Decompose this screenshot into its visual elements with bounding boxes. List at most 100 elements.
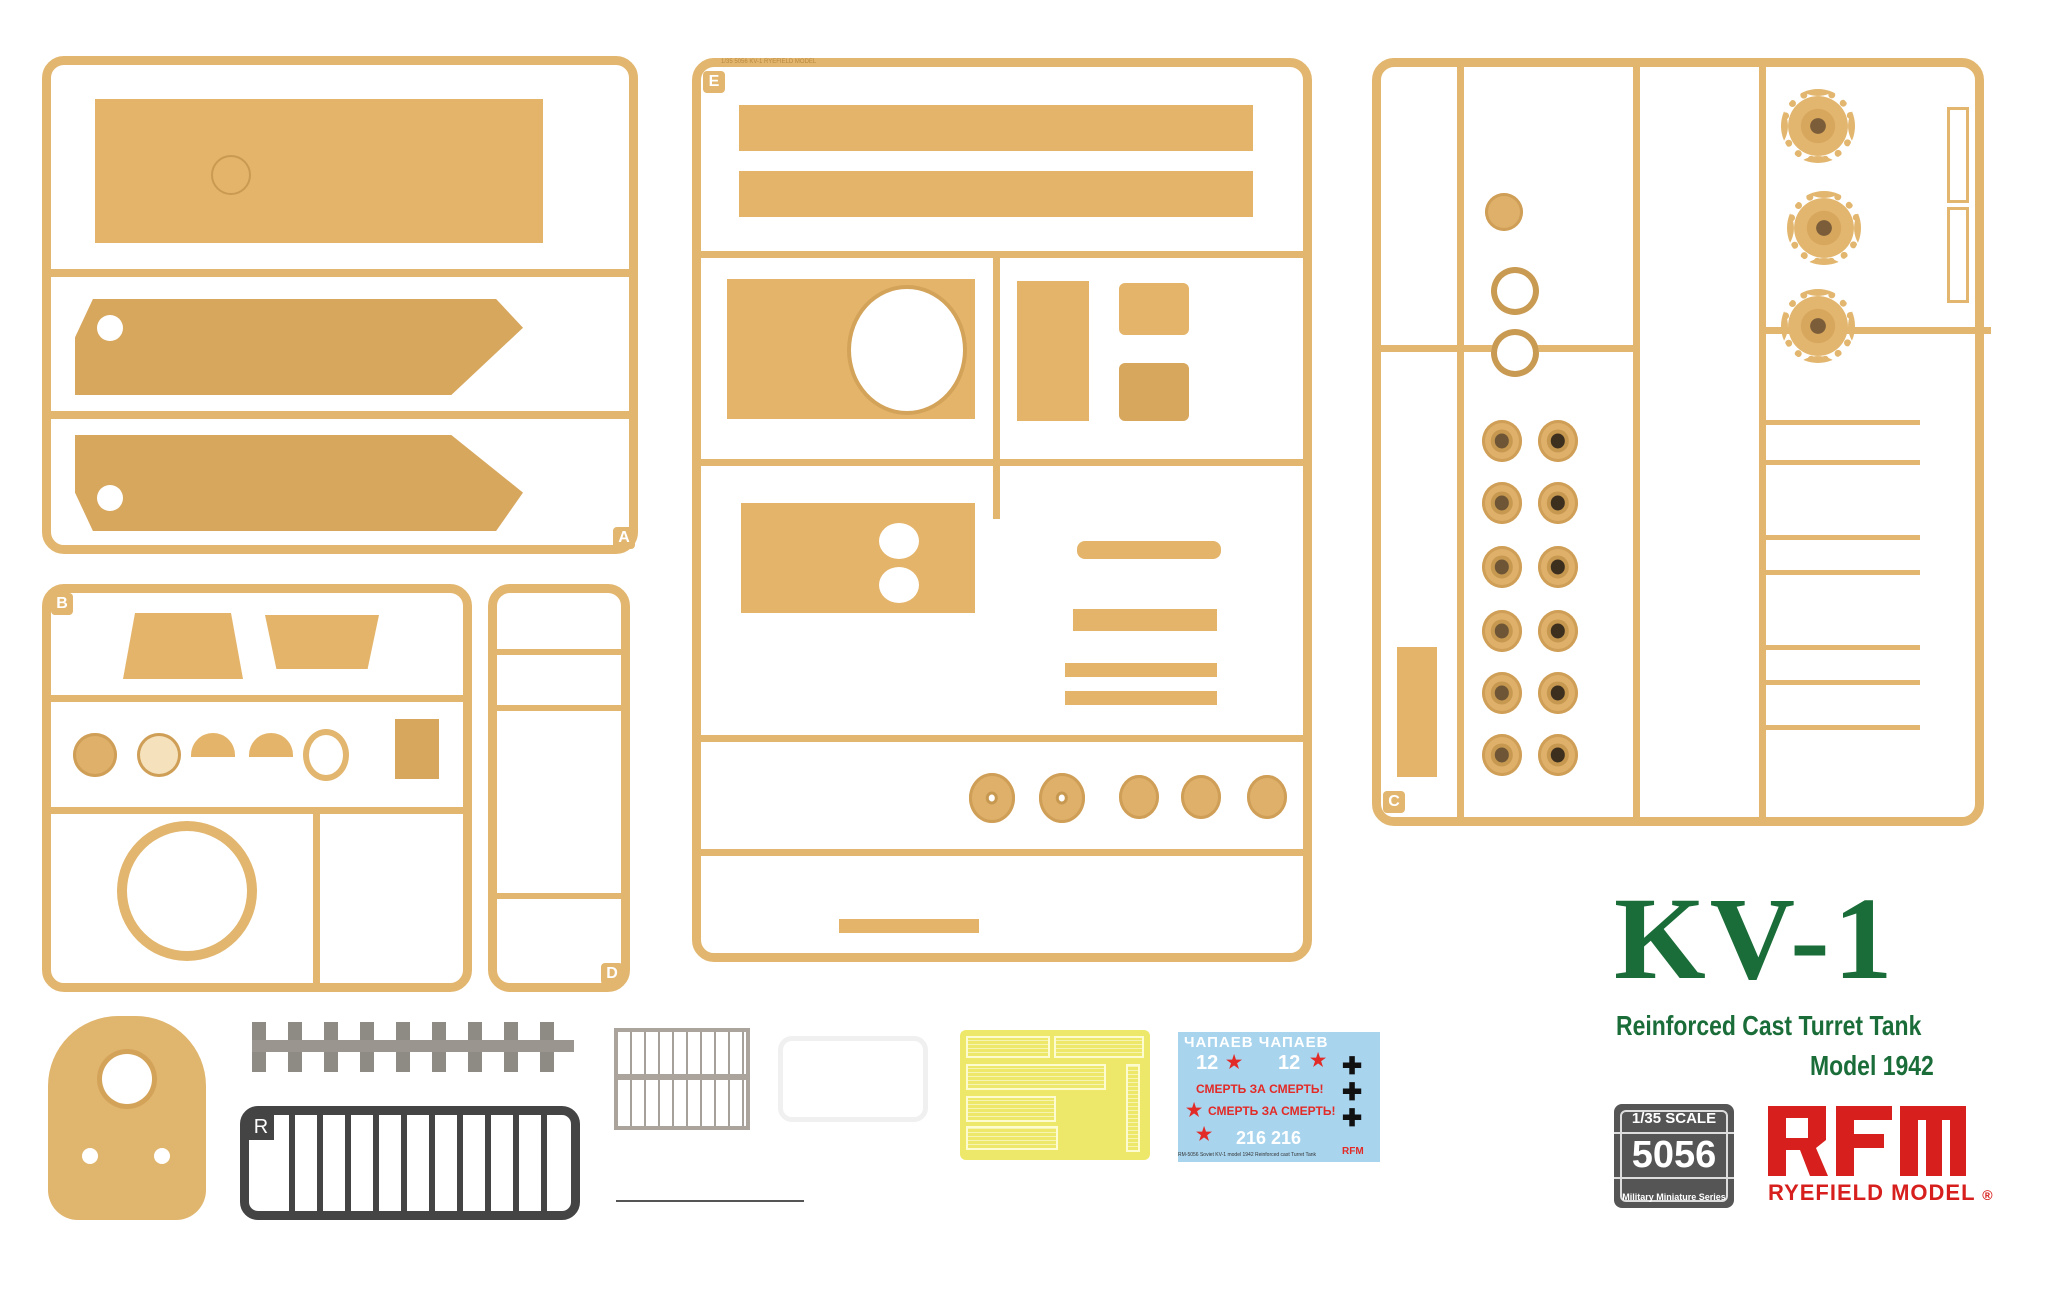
torsion-bar-part [1760, 680, 1920, 685]
decal-slogan-2: СМЕРТЬ ЗА СМЕРТЬ! [1208, 1104, 1336, 1118]
series-label: Military Miniature Series [1622, 1192, 1726, 1202]
scale-badge: 1/35 SCALE 5056 Military Miniature Serie… [1614, 1104, 1734, 1208]
decal-chapaev: ЧАПАЕВ ЧАПАЕВ [1184, 1034, 1329, 1051]
road-wheel-part [1482, 482, 1522, 524]
sprue-e-runner [701, 735, 1303, 742]
mg-ball-mount-part [395, 719, 439, 779]
torsion-bar-part [1760, 645, 1920, 650]
scale-badge-frame [1620, 1110, 1728, 1202]
decal-slogan-1: СМЕРТЬ ЗА СМЕРТЬ! [1196, 1082, 1324, 1096]
plate-part [1017, 281, 1089, 421]
sprue-b: B [42, 584, 472, 992]
sprue-e-header: 1/35 5056 KV-1 RYEFIELD MODEL [721, 59, 817, 65]
sprue-d: D [488, 584, 630, 992]
wheel-disc-part [1119, 775, 1159, 819]
sprue-b-runner [313, 807, 320, 987]
pe-grille [966, 1126, 1058, 1150]
cast-turret-part [48, 1016, 206, 1220]
turret-hatch-opening [102, 1054, 152, 1104]
spoked-wheel-part [1491, 267, 1539, 315]
lift-frame-part [1947, 207, 1969, 303]
antenna-wire [616, 1200, 804, 1202]
rear-plate-hole [879, 523, 919, 559]
pe-grille [1054, 1036, 1144, 1058]
sprue-r-links [289, 1115, 569, 1211]
brand-name: RYEFIELD MODEL ® [1768, 1180, 1994, 1206]
floor-hatch-outline [211, 155, 251, 195]
road-wheel-part [1482, 610, 1522, 652]
sprue-d-runner [497, 705, 621, 711]
fender-part [739, 105, 1253, 151]
rear-plate-hole [879, 567, 919, 603]
torsion-bar-part [1760, 725, 1920, 730]
road-wheel-part [1482, 734, 1522, 776]
sprue-e-runner [993, 251, 1000, 519]
grey-sprue-divider [614, 1074, 750, 1080]
turret-port [154, 1148, 170, 1164]
bracket-part [1073, 609, 1217, 631]
decal-sheet: ЧАПАЕВ ЧАПАЕВ 12 ★ 12 ★ СМЕРТЬ ЗА СМЕРТЬ… [1178, 1032, 1380, 1162]
sprue-c-runner [1633, 67, 1640, 817]
torsion-bar-part [1760, 460, 1920, 465]
turret-port [82, 1148, 98, 1164]
road-wheel-part [1482, 546, 1522, 588]
sprue-label-r: R [248, 1114, 274, 1140]
hatch-ring-part [137, 733, 181, 777]
hatch-part [73, 733, 117, 777]
hull-side-left-part [75, 299, 523, 395]
product-subtitle-1: Reinforced Cast Turret Tank [1616, 1010, 1922, 1041]
sprue-label-e: E [703, 71, 725, 93]
sprue-a: A [42, 56, 638, 554]
pe-grille [966, 1064, 1106, 1090]
sprue-a-runner [51, 269, 629, 277]
drive-sprocket-part [1781, 89, 1855, 163]
sprue-label-c: C [1383, 791, 1405, 813]
sprue-a-runner [51, 411, 629, 419]
kit-number: 5056 [1614, 1132, 1734, 1179]
decal-red-star: ★ [1310, 1050, 1327, 1070]
photo-etch-sheet [960, 1030, 1150, 1160]
road-wheel-part [1538, 482, 1578, 524]
mantlet-plate-part [265, 615, 379, 669]
turret-ring-part [117, 821, 257, 961]
sprue-label-b: B [51, 593, 73, 615]
hatch-part [1485, 193, 1523, 231]
turret-roof-plate-part [123, 613, 243, 679]
sprue-c-runner [1759, 327, 1991, 334]
pe-grille [966, 1036, 1050, 1058]
decal-german-cross: ✚✚✚ [1342, 1053, 1363, 1132]
hull-side-right-part [75, 435, 523, 531]
decal-footer: RM-5056 Soviet KV-1 model 1942 Reinforce… [1178, 1152, 1317, 1158]
ring-part [303, 729, 349, 781]
spoked-wheel-part [1491, 329, 1539, 377]
bar-part [1065, 691, 1217, 705]
decal-number-12: 12 [1278, 1052, 1301, 1074]
idler-wheel-part [1039, 773, 1085, 823]
sprue-e-runner [701, 849, 1303, 856]
sprue-c: C [1372, 58, 1991, 826]
road-wheel-part [1538, 734, 1578, 776]
drive-sprocket-part [1781, 289, 1855, 363]
brand-name-text: RYEFIELD MODEL [1768, 1180, 1976, 1205]
sprue-d-runner [497, 649, 621, 655]
road-wheel-part [1538, 672, 1578, 714]
sprue-r: R [240, 1106, 580, 1220]
road-wheel-part [1538, 610, 1578, 652]
decal-number-216: 216 216 [1236, 1128, 1302, 1148]
sprue-e-runner [701, 251, 1303, 258]
sprue-d-runner [497, 893, 621, 899]
drive-sprocket-part [1787, 191, 1861, 265]
hull-floor-part [95, 99, 543, 243]
dome-part [249, 733, 293, 757]
scale-label: 1/35 SCALE [1631, 1110, 1717, 1127]
tube-part [1077, 541, 1221, 559]
dome-plate-part [1119, 363, 1189, 421]
decal-red-star: ★ [1226, 1052, 1243, 1072]
grille-part [1397, 647, 1437, 777]
sprue-c-runner [1759, 67, 1766, 817]
sprue-b-runner [51, 807, 463, 814]
sprue-c-runner [1457, 67, 1464, 817]
torsion-bar-part [1760, 420, 1920, 425]
sprue-b-runner [51, 695, 463, 702]
wheel-disc-part [1247, 775, 1287, 819]
